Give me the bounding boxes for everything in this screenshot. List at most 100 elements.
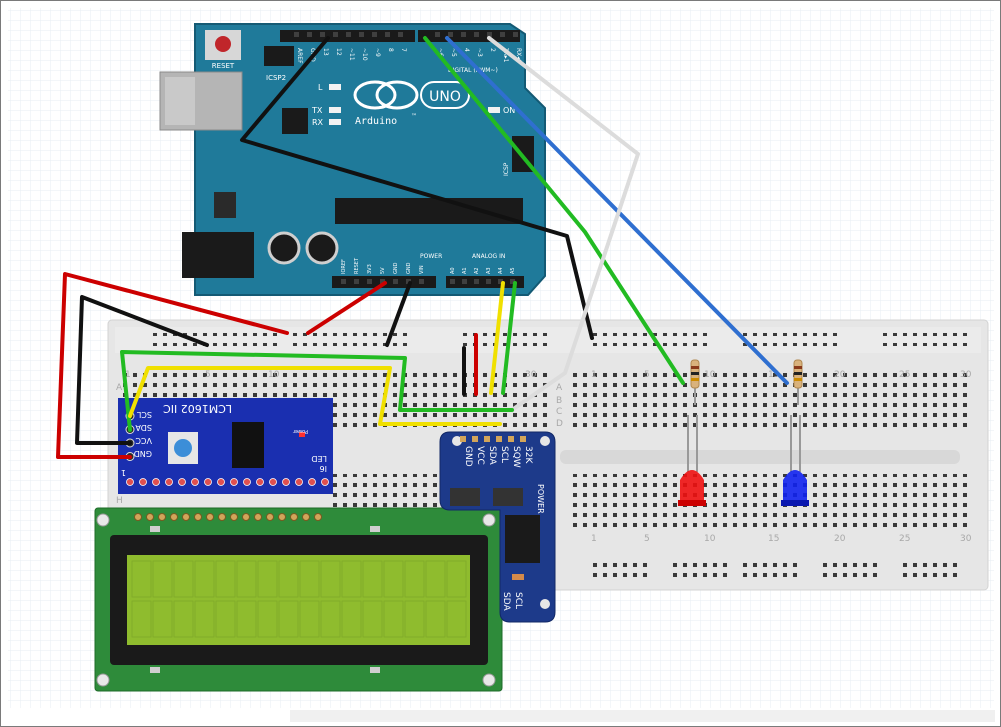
header-pin: [462, 279, 467, 284]
lcd-cell: [362, 560, 383, 598]
power-pin-label: GND: [406, 262, 412, 274]
header-pin: [333, 32, 338, 37]
header-pin: [320, 32, 325, 37]
analog-pin-label: A4: [498, 267, 504, 274]
i2c-pin1-label: 1: [121, 468, 126, 477]
bb-row-c: C: [556, 407, 562, 417]
lcd-cell: [173, 600, 194, 638]
lcd-cell: [215, 600, 236, 638]
digital-pin-label: ~11: [348, 48, 355, 61]
icsp-label: ICSP: [503, 162, 510, 176]
lcd-pin: [194, 513, 202, 521]
lcd-cell: [278, 600, 299, 638]
lcd-header-pins: [134, 513, 322, 521]
i2c-pin-sda: SDA: [135, 423, 152, 432]
header-pin: [498, 279, 503, 284]
lcd-cell: [152, 600, 173, 638]
header-pin: [307, 32, 312, 37]
analog-pin-label: A2: [474, 267, 480, 274]
power-pin-label: IOREF: [341, 259, 347, 274]
lcd-pin: [242, 513, 250, 521]
header-pin: [294, 32, 299, 37]
i2c-power-label: Power: [292, 428, 308, 434]
lcd-pin: [134, 513, 142, 521]
i2c-bottom-pin: [204, 478, 212, 486]
rtc-header-pin: [496, 436, 502, 442]
header-pin: [341, 279, 346, 284]
header-pin: [500, 32, 505, 37]
lcd-cell: [341, 600, 362, 638]
i2c-bottom-pin: [139, 478, 147, 486]
lcd-pin: [254, 513, 262, 521]
header-pin: [354, 279, 359, 284]
i2c-pin-gnd: GND: [134, 449, 152, 458]
lcd-cell: [299, 600, 320, 638]
lcd-cell: [383, 560, 404, 598]
digital-pin-label: 4: [463, 48, 470, 52]
header-pin: [406, 279, 411, 284]
lcd-character-grid: [131, 560, 467, 638]
scroll-strip: [290, 710, 995, 722]
digital-pin-label: 8: [387, 48, 394, 52]
i2c-bottom-pin: [282, 478, 290, 486]
power-pin-label: VIN: [419, 265, 425, 274]
bb-col-10-bottom: 10: [704, 534, 716, 544]
i2c-pin-vcc: VCC: [135, 436, 152, 445]
header-pin: [346, 32, 351, 37]
rtc-bottom-scl: SCL: [513, 592, 523, 609]
i2c-bottom-pin: [165, 478, 173, 486]
analog-pin-label: A5: [510, 267, 516, 274]
analog-pin-label: A3: [486, 267, 492, 274]
lcd-cell: [446, 560, 467, 598]
lcd-pin: [278, 513, 286, 521]
digital-pwm-label: DIGITAL (PWM~): [448, 67, 498, 74]
bb-col-5-left: 5: [205, 370, 211, 380]
i2c-bottom-pin: [256, 478, 264, 486]
lcd-cell: [257, 600, 278, 638]
analog-pin-label: A1: [462, 267, 468, 274]
i2c-backpack-module: [118, 398, 333, 494]
bb-row-h-left: H: [116, 496, 123, 506]
arduino-brand: Arduino: [355, 116, 397, 127]
lcd-cell: [257, 560, 278, 598]
bb-col-30-bottom: 30: [960, 534, 972, 544]
rtc-header-pin: [472, 436, 478, 442]
header-pin: [372, 32, 377, 37]
lcd-pin: [218, 513, 226, 521]
on-led-label: ON: [503, 106, 515, 115]
lcd-cell: [320, 560, 341, 598]
lcd-pin: [146, 513, 154, 521]
red-led-circuit: [678, 359, 706, 506]
i2c-bottom-pin: [295, 478, 303, 486]
power-pin-label: RESET: [354, 257, 360, 274]
lcd-cell: [131, 560, 152, 598]
header-pin: [513, 32, 518, 37]
header-pin: [435, 32, 440, 37]
lcd-pin: [266, 513, 274, 521]
rtc-pin-row: [460, 436, 526, 442]
bb-row-a-left: A: [116, 383, 123, 393]
digital-pin-label: AREF: [296, 48, 303, 64]
lcd-cell: [383, 600, 404, 638]
lcd-1602-display: [94, 507, 503, 692]
power-pin-label: 5V: [380, 267, 386, 274]
digital-pin-label: 12: [335, 48, 342, 56]
i2c-bottom-pin: [152, 478, 160, 486]
lcd-cell: [362, 600, 383, 638]
digital-pin-label: 2: [489, 48, 496, 52]
rtc-power-label: POWER: [536, 484, 545, 514]
digital-pin-label: 13: [322, 48, 329, 56]
digital-pin-label: 7: [400, 48, 407, 52]
header-pin: [450, 279, 455, 284]
header-pin: [359, 32, 364, 37]
lcd-cell: [299, 560, 320, 598]
digital-pin-label: ~10: [361, 48, 368, 61]
lcd-pin: [170, 513, 178, 521]
header-pin: [487, 32, 492, 37]
lcd-cell: [446, 600, 467, 638]
i2c-bottom-pin: [243, 478, 251, 486]
blue-led-circuit: [781, 359, 809, 506]
bb-col-1-right: 1: [591, 370, 597, 380]
